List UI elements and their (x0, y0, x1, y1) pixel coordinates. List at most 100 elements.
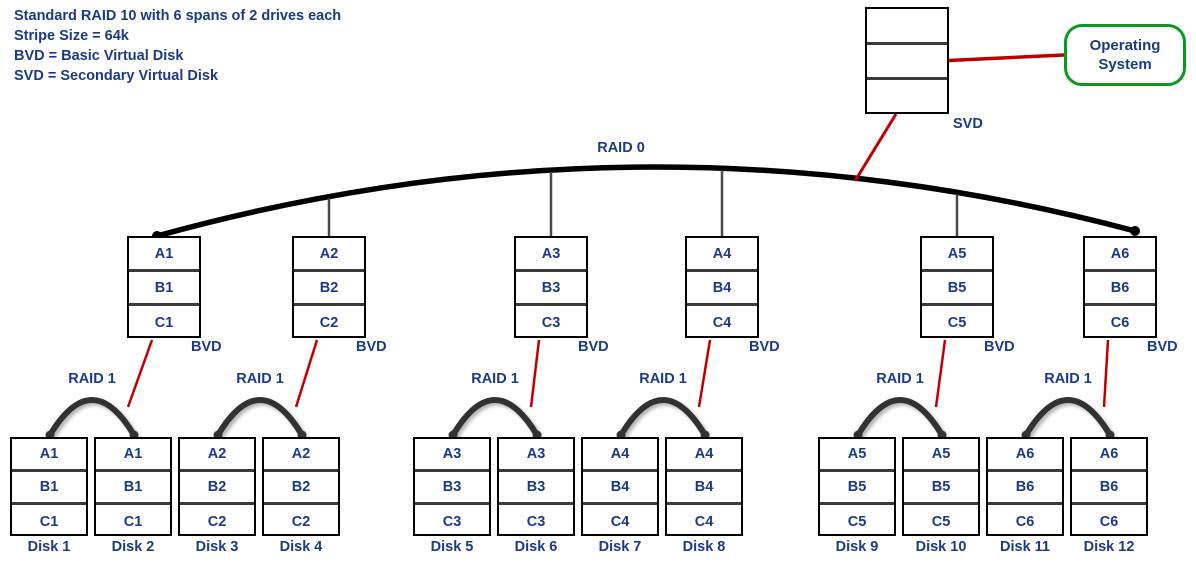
disk-row: C4 (694, 513, 714, 530)
bvd-row: A2 (294, 238, 364, 272)
disk-row: C2 (207, 513, 227, 530)
os-label-line-1: Operating (1089, 37, 1161, 54)
bvd-label: BVD (578, 339, 609, 355)
disk-row: C5 (931, 513, 951, 530)
bvd-row: C4 (712, 315, 732, 331)
disk-caption: Disk 10 (915, 539, 967, 555)
svd-row-3 (867, 80, 947, 112)
disk-caption: Disk 1 (27, 539, 71, 555)
disk-row: C3 (526, 513, 546, 530)
bvd-label: BVD (356, 339, 387, 355)
disk-row: A4 (583, 439, 657, 472)
disk-caption: Disk 11 (1000, 539, 1050, 555)
disk-row: B6 (1072, 472, 1146, 505)
svd-label: SVD (953, 116, 983, 132)
disk-row: B1 (12, 472, 86, 505)
bvd-label: BVD (749, 339, 780, 355)
disk-row: B6 (988, 472, 1062, 505)
disk-row: A1 (96, 439, 170, 472)
disk-row: A3 (415, 439, 489, 472)
bvd-row: C2 (319, 315, 339, 331)
bvd-row: A1 (129, 238, 199, 272)
disk-row: C5 (847, 513, 867, 530)
disk-row: A5 (820, 439, 894, 472)
bvd-row: C5 (947, 315, 967, 331)
legend-line-3: BVD = Basic Virtual Disk (14, 48, 184, 64)
disk-row: A6 (988, 439, 1062, 472)
bvd-row: A3 (516, 238, 586, 272)
disk-row: A1 (12, 439, 86, 472)
disk-caption: Disk 3 (195, 539, 239, 555)
bvd-row: C6 (1110, 315, 1130, 331)
disk-caption: Disk 9 (835, 539, 879, 555)
disk-caption: Disk 4 (279, 539, 323, 555)
raid1-label: RAID 1 (876, 371, 924, 387)
raid1-label: RAID 1 (471, 371, 519, 387)
disk-caption: Disk 2 (111, 539, 155, 555)
disk-row: B2 (180, 472, 254, 505)
disk-row: C6 (1015, 513, 1035, 530)
disk-row: B3 (415, 472, 489, 505)
disk-row: B2 (264, 472, 338, 505)
disk-row: C1 (39, 513, 59, 530)
disk-row: B3 (499, 472, 573, 505)
bvd-row: B6 (1085, 272, 1155, 306)
disk-row: A2 (180, 439, 254, 472)
disk-row: A5 (904, 439, 978, 472)
legend-line-1: Standard RAID 10 with 6 spans of 2 drive… (14, 8, 342, 24)
bvd-label: BVD (984, 339, 1015, 355)
legend-block: Standard RAID 10 with 6 spans of 2 drive… (14, 6, 341, 86)
svd-row-2 (867, 45, 947, 81)
disk-row: B5 (820, 472, 894, 505)
raid1-label: RAID 1 (68, 371, 116, 387)
raid0-label: RAID 0 (597, 140, 645, 156)
disk-row: B1 (96, 472, 170, 505)
bvd-row: A5 (922, 238, 992, 272)
disk-row: B4 (583, 472, 657, 505)
raid1-label: RAID 1 (236, 371, 284, 387)
svd-box (865, 7, 949, 114)
bvd-row: B4 (687, 272, 757, 306)
bvd-row: B1 (129, 272, 199, 306)
operating-system-box: Operating System (1064, 24, 1186, 86)
bvd-label: BVD (191, 339, 222, 355)
disk-row: A2 (264, 439, 338, 472)
raid1-label: RAID 1 (1044, 371, 1092, 387)
raid1-label: RAID 1 (639, 371, 687, 387)
bvd-row: A6 (1085, 238, 1155, 272)
os-label-line-2: System (1098, 56, 1152, 73)
disk-row: A6 (1072, 439, 1146, 472)
disk-row: C2 (291, 513, 311, 530)
bvd-row: C3 (541, 315, 561, 331)
disk-caption: Disk 7 (598, 539, 642, 555)
disk-row: C1 (123, 513, 143, 530)
bvd-row: B3 (516, 272, 586, 306)
disk-row: C4 (610, 513, 630, 530)
disk-caption: Disk 12 (1083, 539, 1135, 555)
disk-caption: Disk 5 (430, 539, 474, 555)
svd-row-1 (867, 9, 947, 45)
disk-row: C3 (442, 513, 462, 530)
bvd-label: BVD (1147, 339, 1178, 355)
disk-caption: Disk 6 (514, 539, 558, 555)
disk-row: B4 (667, 472, 741, 505)
disk-row: A3 (499, 439, 573, 472)
disk-row: A4 (667, 439, 741, 472)
